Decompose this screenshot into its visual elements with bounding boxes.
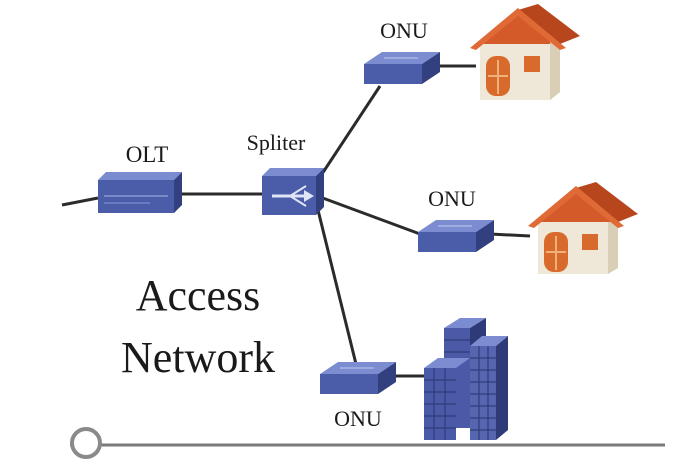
section-title-line2: Network — [121, 333, 275, 382]
onu-middle-device-icon — [418, 220, 494, 252]
splitter-icon — [262, 168, 324, 215]
onu-bottom-label: ONU — [334, 406, 382, 431]
link-uplink — [61, 196, 99, 207]
section-title-line1: Access — [136, 271, 261, 320]
splitter-label: Spliter — [247, 130, 306, 155]
onu-middle-label: ONU — [428, 186, 476, 211]
links — [61, 64, 531, 378]
onu-bottom-device-icon — [320, 362, 396, 394]
link-splitter-onu-bottom — [316, 209, 358, 365]
baseline — [70, 427, 665, 459]
link-onu-middle-house — [489, 232, 531, 238]
olt-label: OLT — [126, 142, 169, 167]
house-top-icon — [470, 4, 580, 100]
link-splitter-onu-top — [316, 85, 382, 181]
olt-device-icon — [98, 172, 182, 213]
link-splitter-onu-middle — [319, 195, 421, 236]
office-building-icon — [424, 318, 508, 440]
onu-top-device-icon — [364, 52, 440, 84]
house-middle-icon — [528, 182, 638, 274]
onu-top-label: ONU — [380, 18, 428, 43]
baseline-endpoint-icon — [70, 427, 102, 459]
